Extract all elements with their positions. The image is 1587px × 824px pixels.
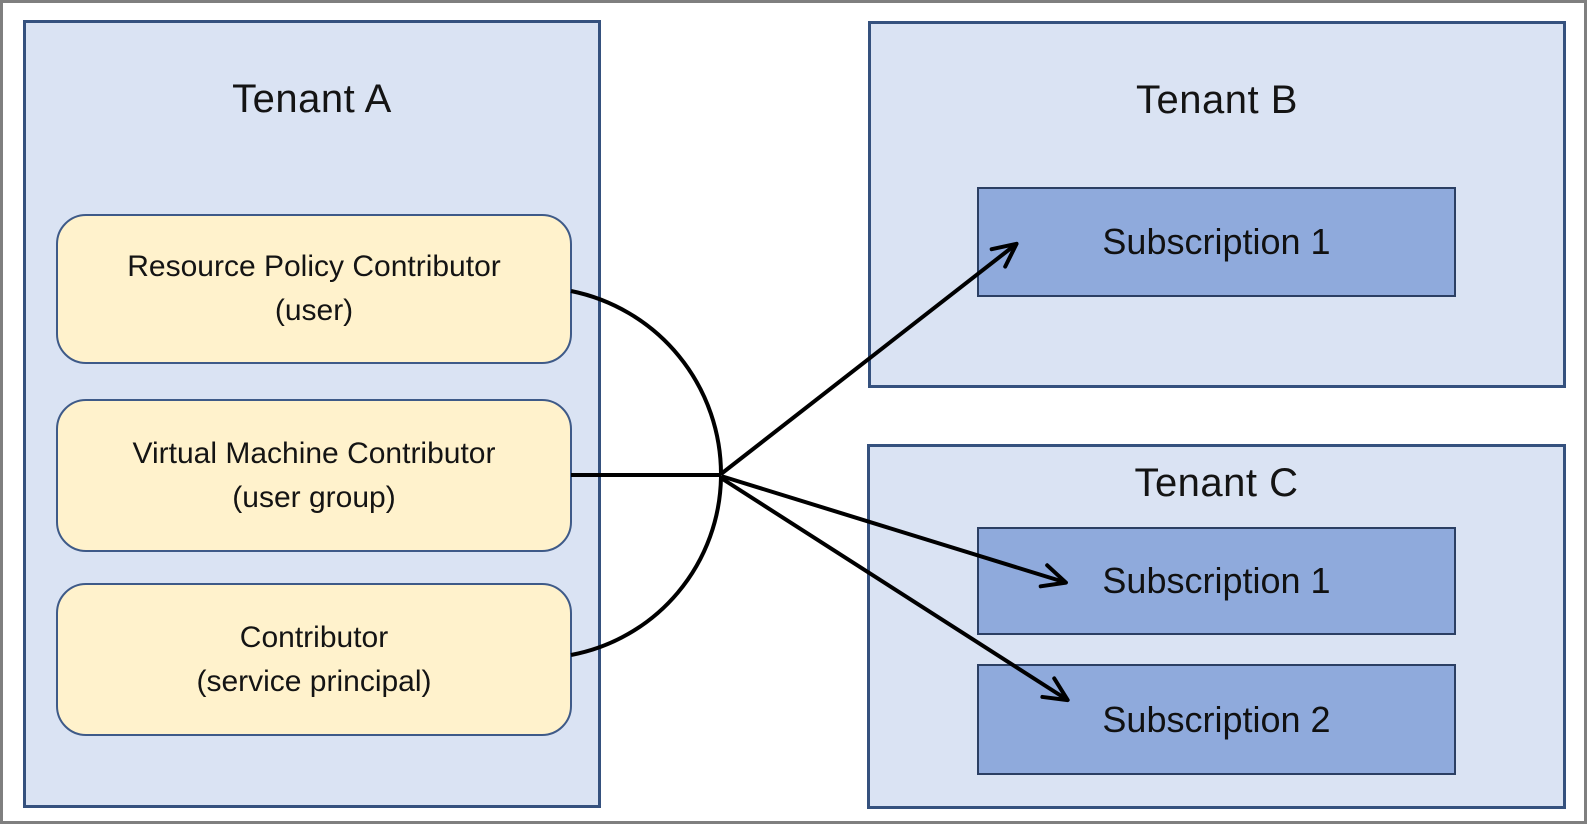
role-box-virtual-machine-contributor: Virtual Machine Contributor (user group) — [56, 399, 572, 552]
role-box-contributor: Contributor (service principal) — [56, 583, 572, 736]
tenant-c-title: Tenant C — [1134, 461, 1299, 505]
role-name: Resource Policy Contributor — [127, 250, 501, 283]
tenant-a-box: Tenant A Resource Policy Contributor (us… — [23, 20, 601, 808]
role-box-resource-policy-contributor: Resource Policy Contributor (user) — [56, 214, 572, 364]
tenant-c-box: Tenant C Subscription 1 Subscription 2 — [867, 444, 1566, 809]
role-principal-type: (service principal) — [196, 664, 432, 698]
tenant-a-title: Tenant A — [232, 77, 392, 121]
tenant-b-title: Tenant B — [1136, 78, 1298, 122]
subscription-box-tenant-b-1: Subscription 1 — [977, 187, 1456, 297]
role-principal-type: (user) — [274, 294, 354, 327]
subscription-label: Subscription 1 — [1102, 221, 1331, 262]
subscription-box-tenant-c-2: Subscription 2 — [977, 664, 1456, 775]
role-principal-type: (user group) — [232, 480, 396, 514]
tenant-b-box: Tenant B Subscription 1 — [868, 21, 1566, 388]
subscription-box-tenant-c-1: Subscription 1 — [977, 527, 1456, 635]
role-name: Contributor — [239, 620, 389, 654]
subscription-label: Subscription 2 — [1102, 698, 1331, 740]
subscription-label: Subscription 1 — [1102, 560, 1331, 601]
role-name: Virtual Machine Contributor — [132, 436, 496, 470]
